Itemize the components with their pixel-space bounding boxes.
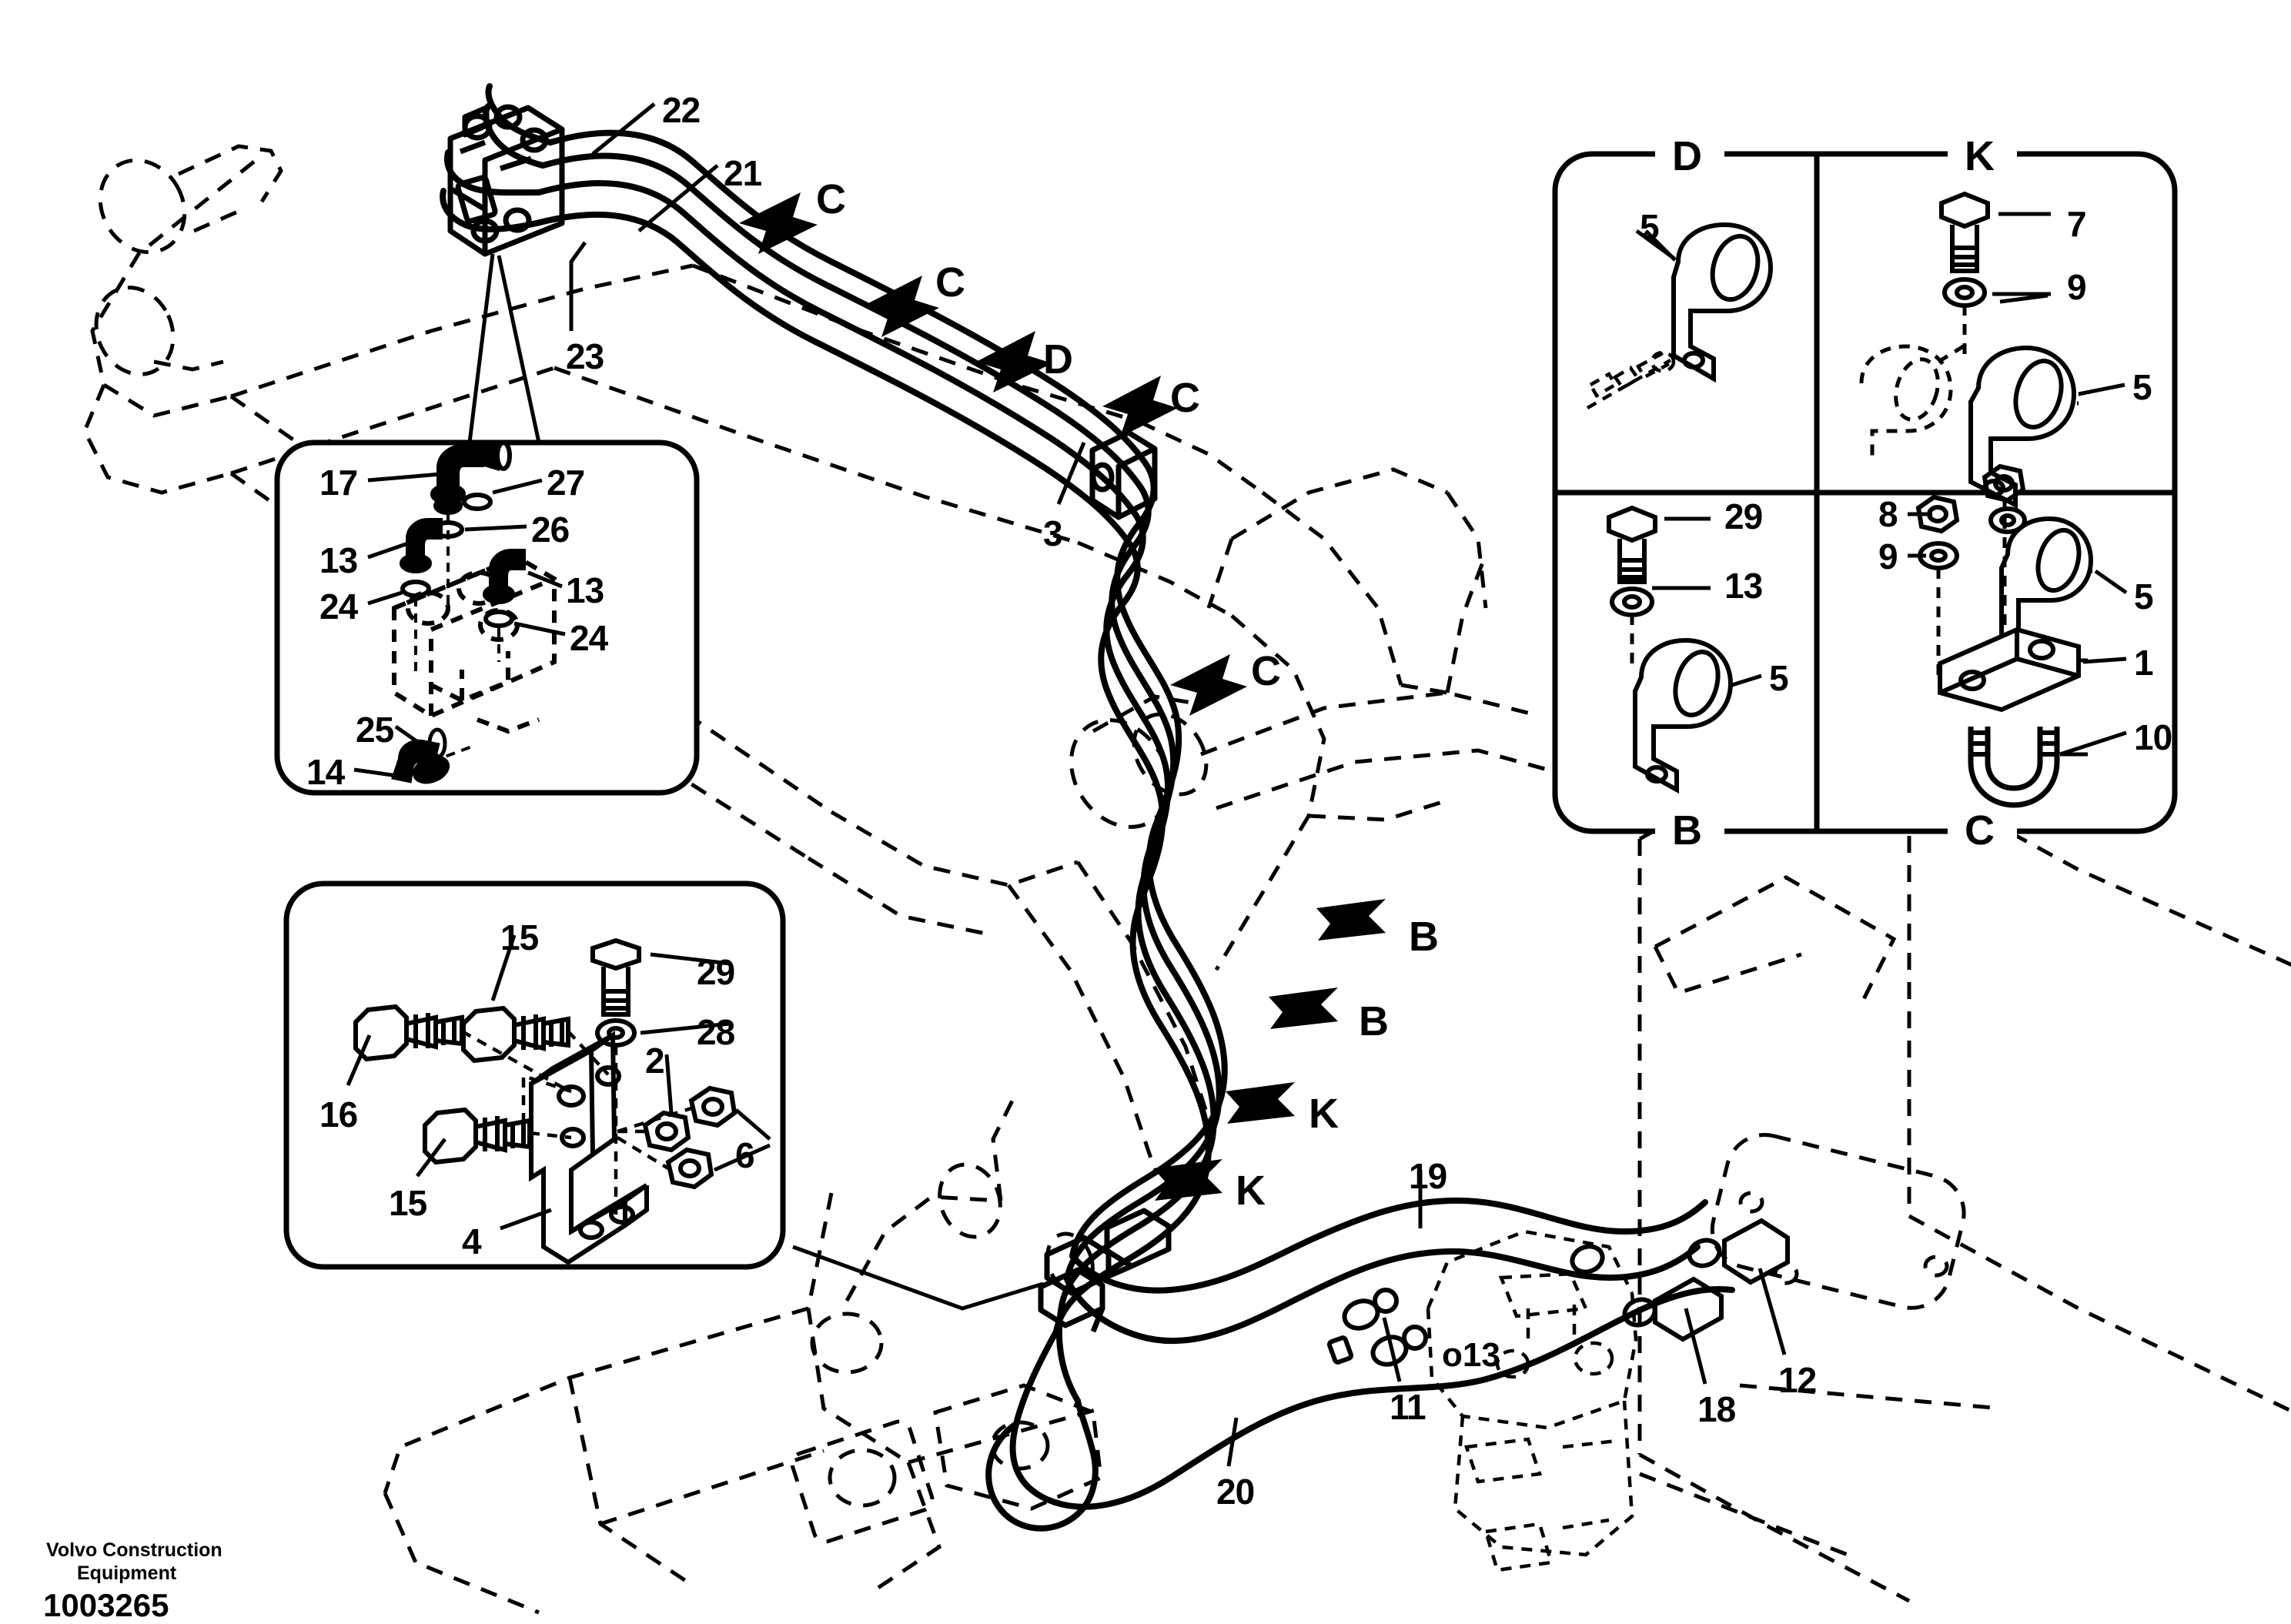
detail2-callout-15-a: 15 (500, 917, 539, 957)
callout-23: 23 (566, 336, 604, 376)
quad-panel-header-c: C (1965, 807, 1995, 854)
callout-21: 21 (724, 153, 762, 193)
quad-c-callout-9: 9 (1878, 536, 1898, 576)
quad-c-callout-10: 10 (2134, 717, 2172, 757)
detail1-callout-24-b: 24 (570, 618, 608, 658)
detail1-callout-27: 27 (547, 463, 585, 503)
section-marker-k-2: K (1236, 1168, 1266, 1214)
quad-b-callout-29: 29 (1724, 496, 1763, 536)
quad-c-callout-5: 5 (2134, 576, 2154, 617)
callout-leader-lines (467, 102, 1787, 1467)
detail2-callout-4: 4 (462, 1221, 482, 1261)
quad-k-callout-9: 9 (2067, 267, 2087, 307)
detail1-callout-24-a: 24 (319, 586, 358, 627)
quad-b-callout-5: 5 (1769, 658, 1789, 698)
quad-k-callout-7: 7 (2067, 204, 2087, 244)
detail1-callout-14: 14 (306, 752, 345, 792)
section-marker-c-4: C (1251, 648, 1281, 694)
control-valve-hidden-detail (1426, 1229, 1638, 1572)
footer-drawing-number: 1003265 (43, 1587, 169, 1623)
quad-panel-header-d: D (1672, 133, 1702, 179)
section-arrows (739, 192, 1386, 1201)
quadrant-b-content (1607, 505, 1734, 794)
section-marker-k-1: K (1309, 1091, 1339, 1137)
detail2-callout-29: 29 (697, 952, 735, 992)
hose-lower-run (985, 1197, 1735, 1532)
detail2-callout-6: 6 (735, 1135, 755, 1175)
detail1-callout-25: 25 (356, 710, 394, 750)
detail1-callout-13-b: 13 (566, 570, 604, 610)
footer-company-line2: Equipment (77, 1562, 177, 1584)
svg-text:o13: o13 (1442, 1336, 1500, 1374)
section-marker-c-2: C (935, 259, 965, 306)
quadrant-c-content (1908, 463, 2094, 808)
callout-20: 20 (1216, 1472, 1255, 1512)
footer-company-line1: Volvo Construction (46, 1539, 222, 1561)
quad-b-callout-13: 13 (1724, 566, 1763, 606)
detail-panel-bracket-content (346, 934, 771, 1265)
section-marker-d-1: D (1043, 336, 1073, 383)
lower-hose-fittings (1327, 1218, 1790, 1367)
detail-panel-bracket-frame (283, 881, 786, 1270)
detail2-callout-16: 16 (319, 1094, 358, 1134)
section-marker-c-1: C (816, 176, 846, 222)
section-marker-b-1: B (1409, 914, 1439, 960)
lower-bracket-fittings (1038, 1208, 1172, 1333)
section-marker-c-3: C (1170, 375, 1200, 421)
valve-hidden-marking-13: o13 (1442, 1336, 1500, 1374)
callout-3: 3 (1043, 513, 1063, 553)
quad-k-callout-5: 5 (2132, 367, 2152, 407)
upper-valve-block (447, 104, 565, 257)
detail1-callout-17: 17 (319, 463, 358, 503)
quad-c-callout-8: 8 (1878, 494, 1898, 534)
quadrant-k-content (1859, 191, 2079, 509)
quad-d-callout-5: 5 (1640, 207, 1660, 247)
detail1-callout-13-a: 13 (319, 540, 358, 580)
detail1-callout-26: 26 (531, 510, 570, 550)
callout-18: 18 (1697, 1389, 1736, 1429)
quad-panel-header-k: K (1965, 133, 1995, 179)
machine-outline-hidden-lines (82, 144, 2291, 1615)
detail2-callout-15-b: 15 (389, 1183, 427, 1223)
callout-11: 11 (1390, 1387, 1426, 1427)
callout-12: 12 (1778, 1360, 1817, 1400)
section-marker-b-2: B (1359, 998, 1389, 1044)
detail2-callout-2: 2 (645, 1041, 665, 1081)
quad-panel-header-b: B (1672, 807, 1702, 854)
callout-22: 22 (662, 90, 701, 130)
callout-19: 19 (1409, 1156, 1447, 1196)
detail2-callout-28: 28 (697, 1012, 735, 1052)
quad-panel-leaders (1644, 212, 2128, 757)
quad-c-callout-1: 1 (2134, 643, 2154, 683)
